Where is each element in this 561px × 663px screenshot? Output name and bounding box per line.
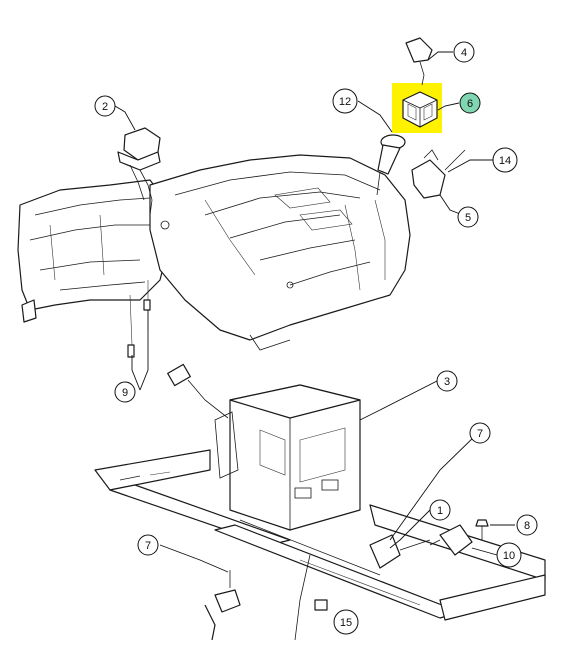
svg-text:8: 8 — [524, 520, 530, 532]
cable-plug — [167, 363, 229, 419]
svg-text:4: 4 — [461, 47, 467, 59]
part-4-tag — [405, 37, 433, 86]
part-15-wire — [294, 554, 328, 641]
callout-3: 3 — [436, 370, 458, 392]
svg-text:1: 1 — [437, 505, 443, 517]
svg-text:6: 6 — [467, 98, 473, 110]
callout-4: 4 — [453, 41, 475, 63]
part-12-filler — [376, 134, 406, 196]
svg-text:7: 7 — [145, 540, 151, 552]
callout-12: 12 — [332, 88, 358, 114]
svg-text:12: 12 — [339, 96, 351, 108]
svg-text:3: 3 — [444, 376, 450, 388]
part-9-wires — [127, 280, 151, 358]
callout-2: 2 — [94, 95, 116, 117]
part-3-battery-box — [214, 384, 361, 531]
callout-15: 15 — [333, 609, 359, 635]
callout-9: 9 — [114, 381, 136, 403]
part-10-switch — [429, 524, 473, 556]
svg-text:15: 15 — [340, 617, 352, 629]
svg-text:14: 14 — [499, 155, 511, 167]
svg-text:2: 2 — [102, 101, 108, 113]
part-6-highlighted — [392, 83, 442, 133]
part-8-bolt — [475, 519, 489, 540]
callout-1: 1 — [429, 499, 451, 521]
callout-7-lower: 7 — [137, 534, 159, 556]
svg-text:10: 10 — [503, 550, 515, 562]
part-7-bracket — [204, 570, 241, 641]
callout-6-highlighted: 6 — [459, 92, 481, 114]
callout-7-upper: 7 — [469, 422, 491, 444]
svg-text:5: 5 — [465, 212, 471, 224]
callout-14: 14 — [492, 147, 518, 173]
callout-8: 8 — [516, 514, 538, 536]
callout-5: 5 — [457, 206, 479, 228]
part-1-switch — [369, 534, 431, 569]
svg-text:7: 7 — [477, 428, 483, 440]
leader-lines — [114, 51, 515, 573]
svg-text:9: 9 — [122, 387, 128, 399]
part-5-bracket — [411, 149, 466, 199]
fender-body — [17, 154, 411, 351]
part-2-bracket — [117, 127, 161, 216]
callout-10: 10 — [496, 542, 522, 568]
